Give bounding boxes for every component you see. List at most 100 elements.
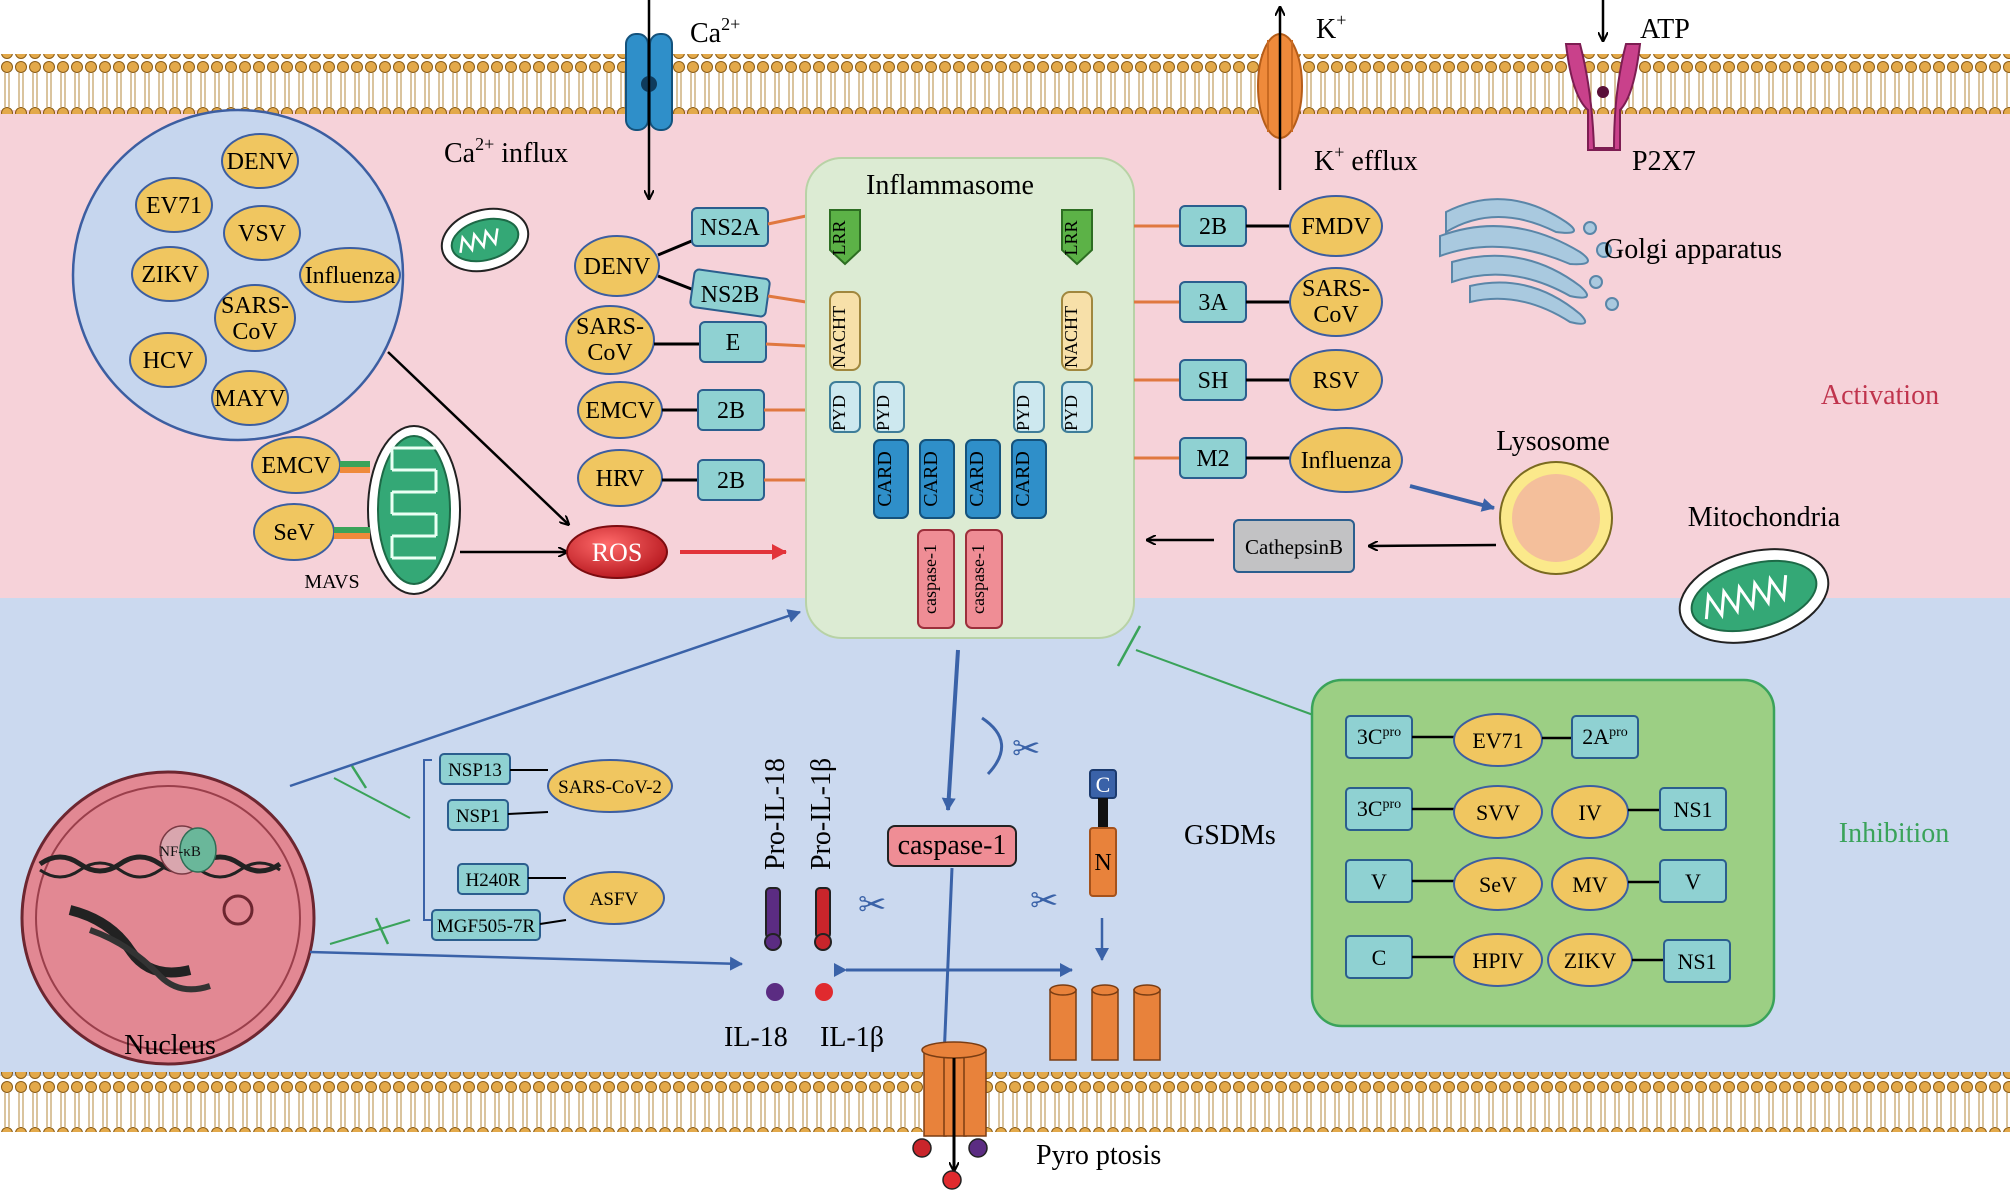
svg-text:CARD: CARD: [1012, 451, 1034, 507]
svg-text:MV: MV: [1572, 872, 1608, 897]
circle-to-ros-arrow: [387, 351, 568, 524]
svg-text:PYD: PYD: [829, 395, 849, 431]
svg-text:RSV: RSV: [1313, 368, 1360, 394]
svg-text:V: V: [1685, 869, 1701, 894]
pro-il18-bar: [765, 887, 781, 939]
lysosome-to-cathepsin-arrow: [1370, 545, 1497, 546]
cathepsinb-box: [1233, 519, 1355, 573]
il1b-label: IL-1β: [820, 1022, 884, 1053]
ca-influx-label: Ca2+ influx: [444, 134, 568, 169]
nucleus-to-inflammasome-arrow: [289, 609, 801, 788]
svg-text:caspase-1: caspase-1: [898, 830, 1007, 861]
svg-text:NSP13: NSP13: [448, 760, 502, 781]
mitochondrion-icon-small: [440, 207, 530, 273]
svg-text:3Cpro: 3Cpro: [1357, 796, 1401, 821]
nucleus-to-cytokines-arrow: [309, 950, 743, 971]
svg-text:VSV: VSV: [238, 221, 287, 247]
k-efflux-label: K+ efflux: [1314, 142, 1418, 177]
ca-ion-label: Ca2+: [690, 14, 740, 49]
svg-text:SeV: SeV: [273, 520, 315, 546]
nucleus-label: Nucleus: [124, 1030, 216, 1061]
svg-text:PYD: PYD: [1013, 395, 1033, 431]
svg-text:EMCV: EMCV: [261, 453, 331, 479]
svg-text:H240R: H240R: [466, 870, 521, 891]
svg-text:ASFV: ASFV: [590, 889, 639, 910]
inhibitor-bracket: [423, 759, 432, 921]
virus-circle-items: EV71 DENV VSV ZIKV Influenza SARS- CoV H…: [129, 133, 401, 426]
svg-text:CARD: CARD: [920, 451, 942, 507]
svg-text:2B: 2B: [717, 398, 745, 424]
svg-text:NSP1: NSP1: [456, 806, 500, 827]
svg-text:M2: M2: [1196, 446, 1229, 472]
gsdms-label: GSDMs: [1184, 820, 1276, 851]
k-ion-label: K+: [1316, 10, 1346, 45]
scissors-icon-3: ✂: [858, 887, 887, 924]
svg-text:SARS-: SARS-: [221, 293, 289, 319]
svg-text:EV71: EV71: [1472, 728, 1523, 753]
svg-text:CoV: CoV: [232, 319, 278, 345]
svg-text:HRV: HRV: [596, 466, 645, 492]
svg-text:MAYV: MAYV: [214, 386, 286, 412]
il18-dot: [766, 983, 784, 1001]
svg-text:NACHT: NACHT: [829, 306, 849, 368]
pro-il1b-bar: [815, 887, 831, 939]
svg-text:NS1: NS1: [1677, 949, 1716, 974]
il1b-dot: [815, 983, 833, 1001]
svg-text:IV: IV: [1578, 800, 1601, 825]
pyroptosis-label: Pyro ptosis: [1036, 1140, 1161, 1171]
svg-text:2Apro: 2Apro: [1582, 724, 1628, 749]
scissors-icon-2: ✂: [1030, 883, 1059, 920]
svg-text:LRR: LRR: [829, 220, 849, 255]
caspase1-domains: caspase-1 caspase-1: [917, 529, 1003, 629]
svg-text:V: V: [1371, 869, 1387, 894]
svg-text:NACHT: NACHT: [1061, 306, 1081, 368]
svg-text:C: C: [1096, 772, 1111, 797]
svg-text:PYD: PYD: [873, 395, 893, 431]
mavs-label: MAVS: [304, 571, 359, 593]
svg-text:CoV: CoV: [587, 340, 633, 366]
svg-text:FMDV: FMDV: [1301, 214, 1371, 240]
svg-text:2B: 2B: [1199, 214, 1227, 240]
p2x7-receptor: [1564, 43, 1642, 151]
lysosome-label: Lysosome: [1496, 426, 1610, 457]
inhibition-label: Inhibition: [1839, 818, 1949, 849]
svg-text:SARS-: SARS-: [1302, 276, 1370, 302]
mitochondrion-icon-large: [1678, 548, 1830, 644]
scissors-icon-1: ✂: [1012, 731, 1041, 768]
svg-text:ZIKV: ZIKV: [1564, 948, 1617, 973]
svg-text:DENV: DENV: [584, 254, 651, 280]
svg-text:SARS-: SARS-: [576, 314, 644, 340]
atp-label: ATP: [1640, 14, 1690, 45]
pro-il1b-label: Pro-IL-1β: [806, 758, 837, 870]
svg-text:CARD: CARD: [874, 451, 896, 507]
influenza-to-lysosome-arrow: [1409, 484, 1495, 512]
svg-text:C: C: [1372, 945, 1387, 970]
card-domains: CARD CARD CARD CARD: [873, 439, 1047, 519]
svg-text:3A: 3A: [1198, 290, 1228, 316]
svg-text:CARD: CARD: [966, 451, 988, 507]
inhibition-box: [1310, 678, 1776, 1028]
svg-text:NS1: NS1: [1673, 797, 1712, 822]
calcium-channel: [625, 33, 673, 131]
svg-text:SeV: SeV: [1479, 872, 1517, 897]
nfkb-label: NF-κB: [159, 844, 201, 860]
mitochondria-label: Mitochondria: [1688, 502, 1841, 533]
svg-text:CathepsinB: CathepsinB: [1245, 535, 1343, 559]
inhibition-tbar: [1116, 625, 1142, 667]
svg-text:caspase-1: caspase-1: [968, 544, 988, 614]
svg-text:NS2B: NS2B: [701, 282, 760, 308]
svg-text:SARS-CoV-2: SARS-CoV-2: [558, 777, 662, 798]
svg-text:MGF505-7R: MGF505-7R: [437, 916, 536, 937]
activation-label: Activation: [1821, 380, 1939, 411]
nlrp-left: LRR NACHT PYD PYD: [829, 209, 905, 433]
svg-text:Influenza: Influenza: [305, 263, 396, 289]
svg-text:ROS: ROS: [592, 538, 643, 567]
svg-text:NS2A: NS2A: [700, 215, 761, 241]
svg-text:SVV: SVV: [1476, 800, 1520, 825]
inhibition-rows: 3Cpro EV71 2Apro 3Cpro SVV IV NS1 V SeV …: [1345, 713, 1731, 987]
mavs-virus-emcv: EMCV: [251, 436, 370, 494]
right-virus-proteins: 2B FMDV 3A SARS- CoV SH RSV M2 Influenza: [1134, 195, 1403, 493]
svg-text:HCV: HCV: [143, 348, 194, 374]
pro-il18-label: Pro-IL-18: [760, 758, 791, 870]
